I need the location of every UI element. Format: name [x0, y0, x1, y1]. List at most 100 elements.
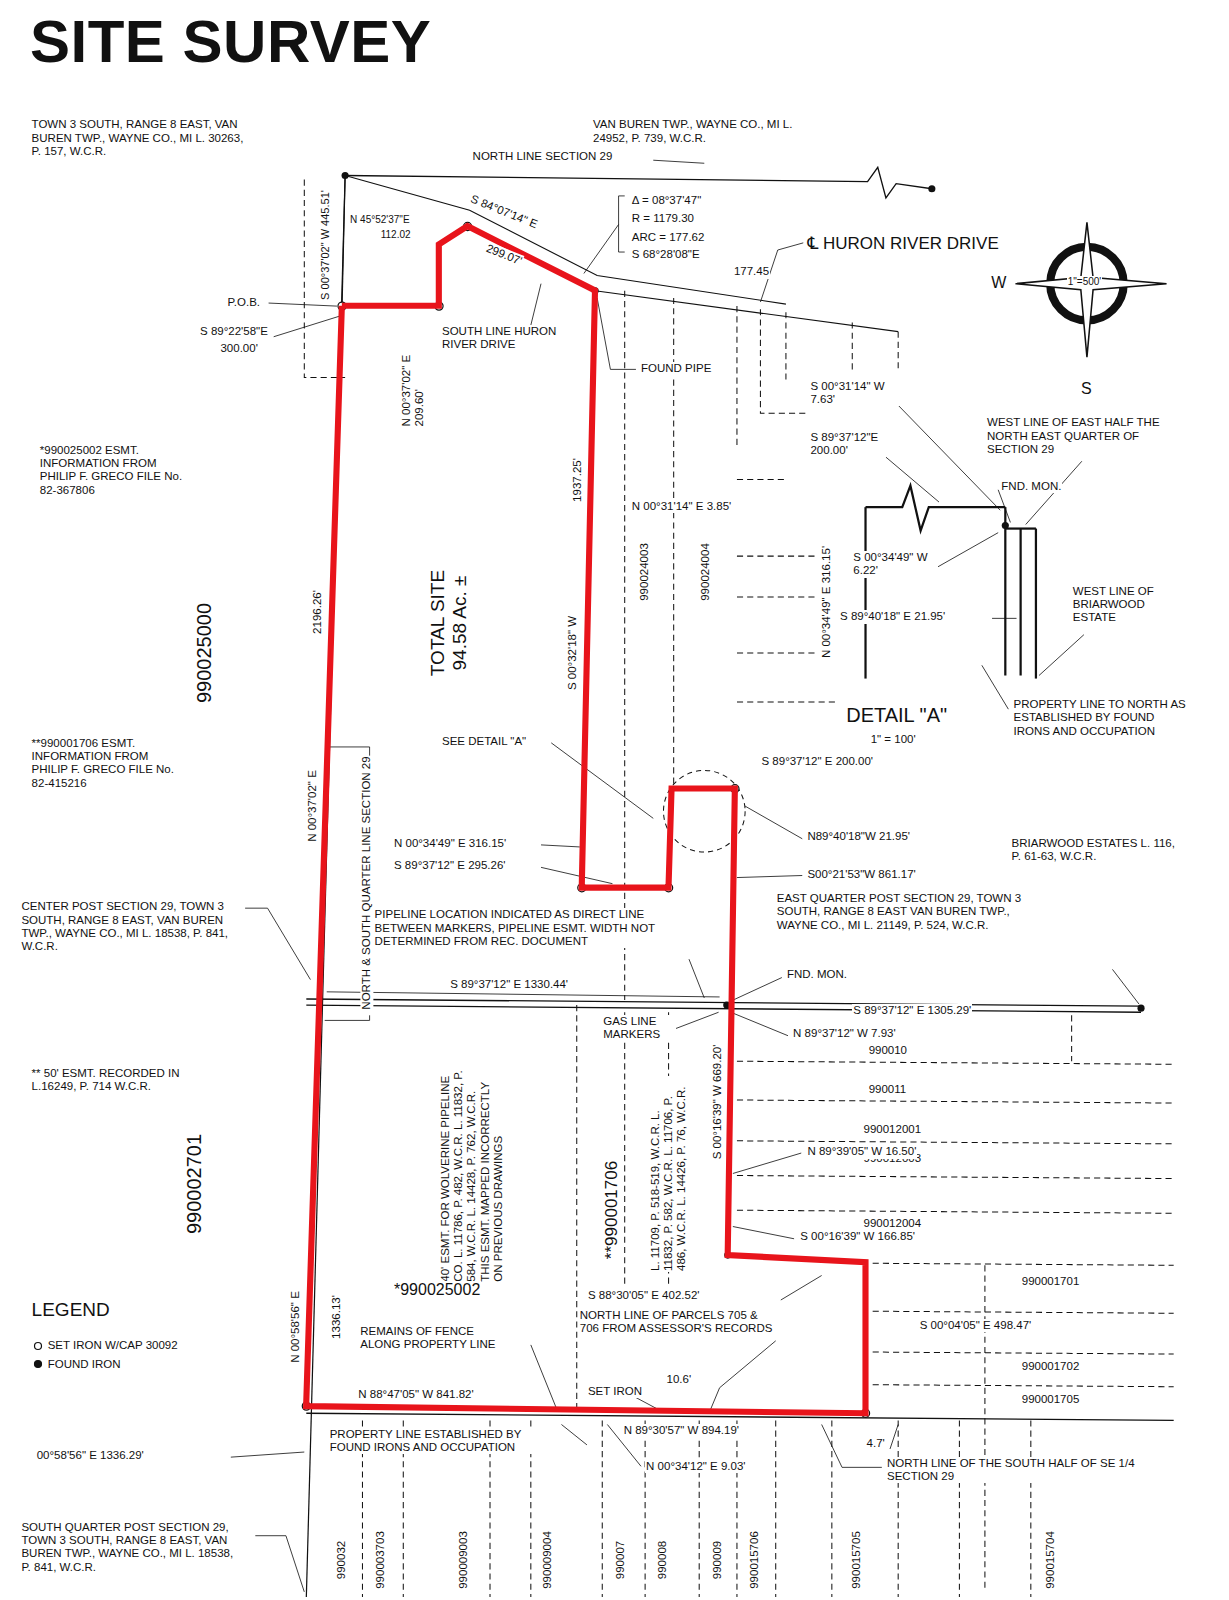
found-iron-symbol — [342, 172, 349, 179]
parcel-line — [737, 1176, 1174, 1179]
survey-note: 40' ESMT. FOR WOLVERINE PIPELINE CO. L. … — [439, 1061, 505, 1282]
leader-line — [1039, 635, 1084, 676]
survey-note: 1937.25' — [571, 457, 584, 503]
survey-note: L. 11709, P. 518-519, W.C.R. L. 11832, P… — [649, 1076, 689, 1272]
survey-note: 990015704 — [1045, 1530, 1058, 1590]
parcel-line — [737, 702, 837, 703]
parcel-line — [831, 1420, 832, 1597]
survey-note: N 00°31'14" E 3.85' — [631, 500, 732, 513]
leader-line — [653, 160, 704, 163]
legend-entry: SET IRON W/CAP 30092 — [33, 1339, 178, 1352]
survey-note: CENTER POST SECTION 29, TOWN 3 SOUTH, RA… — [20, 900, 241, 953]
detail-line — [1004, 507, 1006, 675]
survey-note: W — [990, 274, 1007, 292]
survey-note: SOUTH QUARTER POST SECTION 29, TOWN 3 SO… — [20, 1521, 241, 1574]
leader-line — [733, 1153, 801, 1173]
dimension-line — [327, 992, 720, 997]
survey-note: 990015705 — [851, 1530, 864, 1590]
survey-note: S 88°30'05" E 402.52' — [587, 1289, 701, 1302]
survey-note: **990001706 ESMT. INFORMATION FROM PHILI… — [31, 737, 176, 790]
parcel-line — [785, 312, 786, 379]
found-iron-symbol — [1137, 1005, 1144, 1012]
detail-line — [1019, 529, 1021, 676]
leader-line — [886, 457, 939, 502]
leader-line — [676, 1012, 719, 1028]
survey-note: 990032 — [335, 1540, 348, 1580]
survey-note: 990003703 — [374, 1530, 387, 1590]
survey-note: PROPERTY LINE ESTABLISHED BY FOUND IRONS… — [329, 1428, 545, 1454]
leader-line — [737, 876, 802, 878]
leader-line — [998, 490, 1010, 523]
parcel-line — [873, 1263, 1174, 1265]
survey-note: S 00°34'49" W 6.22' — [852, 551, 938, 577]
survey-note: PROPERTY LINE TO NORTH AS ESTABLISHED BY… — [1013, 698, 1189, 738]
survey-note: 990009003 — [458, 1530, 471, 1590]
survey-note: S 00°37'02" W 445.51' — [318, 189, 331, 301]
site-boundary: TOTAL SITE 94.58 Ac. ± — [300, 220, 872, 1419]
survey-note: S 89°37'12" E 295.26' — [393, 859, 507, 872]
survey-note: 990001705 — [1021, 1393, 1081, 1406]
leader-line — [733, 1227, 794, 1239]
survey-note: 1" = 100' — [870, 733, 917, 746]
found-iron-symbol — [1002, 522, 1009, 529]
survey-note: 4.7' — [866, 1437, 886, 1450]
survey-note: 990010 — [868, 1044, 908, 1057]
survey-note: 300.00' — [219, 342, 258, 355]
survey-note: GAS LINE MARKERS — [602, 1015, 675, 1041]
parcel-line — [645, 1420, 646, 1597]
survey-note: 990001702 — [1021, 1360, 1081, 1373]
leader-line — [269, 303, 337, 306]
parcel-line — [775, 1420, 776, 1597]
found-iron-symbol — [33, 1359, 43, 1369]
survey-note: LEGEND — [31, 1299, 111, 1321]
survey-note: WEST LINE OF EAST HALF THE NORTH EAST QU… — [986, 416, 1187, 456]
survey-note: NORTH LINE OF PARCELS 705 & 706 FROM ASS… — [579, 1309, 780, 1335]
survey-note: S 00°16'39" W 166.85' — [799, 1230, 916, 1243]
survey-note: S 00°32'18" W — [566, 615, 579, 691]
survey-note: N 88°47'05" W 841.82' — [357, 1388, 474, 1401]
leader-line — [541, 867, 612, 883]
survey-note: NORTH LINE SECTION 29 — [472, 150, 614, 163]
leader-line — [561, 1424, 587, 1444]
leader-line — [709, 1341, 775, 1412]
leader-line — [531, 1345, 557, 1408]
survey-note: 1"=500' — [1067, 276, 1103, 288]
north-arrow — [1016, 222, 1167, 357]
leader-line — [584, 224, 619, 273]
survey-note: 990002701 — [182, 1133, 205, 1235]
parcel-line — [984, 1265, 985, 1592]
survey-note: N 00°37'02" E 209.60' — [400, 328, 426, 427]
survey-note: 112.02 — [380, 229, 412, 241]
survey-note: FOUND PIPE — [640, 362, 712, 375]
survey-note: S 89°37'12"E 200.00' — [809, 431, 905, 457]
survey-note: N89°40'18"W 21.95' — [806, 830, 911, 843]
survey-note: WEST LINE OF BRIARWOOD ESTATE — [1072, 585, 1191, 625]
parcel-line — [736, 306, 737, 449]
survey-note: 10.6' — [666, 1373, 693, 1386]
survey-note: EAST QUARTER POST SECTION 29, TOWN 3 SOU… — [776, 892, 1045, 932]
boundary-polygon — [306, 227, 865, 1414]
parcel-line — [760, 309, 806, 413]
survey-note: TOWN 3 SOUTH, RANGE 8 EAST, VAN BUREN TW… — [31, 118, 252, 158]
survey-note: S 84°07'14" E — [468, 193, 541, 233]
parcel-line — [736, 1420, 737, 1597]
parcel-line — [959, 1420, 960, 1597]
parcel-line — [737, 479, 786, 480]
survey-note: S 68°28'08"E — [631, 248, 701, 261]
survey-note: N 00°34'49" E 316.15' — [820, 545, 833, 659]
survey-note: S 00°31'14" W 7.63' — [809, 380, 905, 406]
parcel-line — [624, 1012, 625, 1288]
survey-note: N 45°52'37"E — [349, 214, 411, 226]
survey-note: FND. MON. — [786, 968, 848, 981]
parcel-line — [1030, 1420, 1031, 1597]
parcel-line — [602, 1420, 603, 1597]
found-iron-symbol — [928, 185, 935, 192]
survey-note: 990012004 — [863, 1217, 923, 1230]
survey-note: PIPELINE LOCATION INDICATED AS DIRECT LI… — [374, 908, 677, 948]
survey-note: S — [1080, 380, 1093, 398]
parcel-line — [737, 1210, 1174, 1213]
parcel-line — [898, 1420, 899, 1597]
survey-note: SOUTH LINE HURON RIVER DRIVE — [441, 325, 565, 351]
leader-line — [992, 618, 1016, 619]
survey-note: N 00°34'12" E 9.03' — [645, 1460, 746, 1473]
